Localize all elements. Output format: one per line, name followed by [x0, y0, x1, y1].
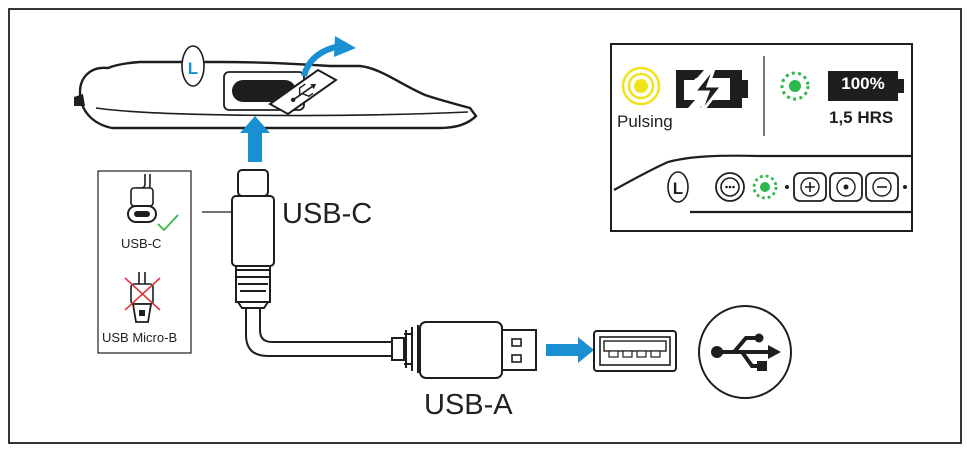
usb-a-connector: [391, 321, 537, 379]
plus-button-icon: [793, 172, 827, 202]
insert-arrow-shaft: [248, 132, 262, 162]
dots-button-icon: [715, 172, 745, 202]
panel-dot-1: [785, 185, 789, 189]
usb-c-label: USB-C: [282, 198, 373, 230]
usb-a-port: [593, 330, 677, 372]
cable-inner: [259, 308, 392, 343]
headset-band: L: [74, 36, 478, 130]
plug-in-arrow-head: [578, 337, 594, 363]
play-button-icon: [829, 172, 863, 202]
panel-green-led: [752, 174, 778, 200]
headset-seam: [95, 107, 469, 117]
battery-percent-label: 100%: [841, 74, 885, 93]
outer-frame: [8, 8, 962, 444]
minus-button-icon: [865, 172, 899, 202]
cable-outer: [245, 308, 392, 357]
flap-usb-icon: [290, 83, 317, 103]
usb-trident-icon: [711, 333, 781, 371]
panel-side-marker: [667, 171, 689, 203]
side-marker-text: L: [188, 59, 198, 78]
usb-c-connector: [231, 169, 275, 309]
cross-icon: [124, 277, 161, 311]
battery-full-icon: [828, 71, 904, 101]
pulsing-led-icon: [621, 66, 661, 106]
panel-dot-2: [903, 185, 907, 189]
pulsing-label: Pulsing: [617, 112, 673, 131]
check-icon: [157, 214, 179, 232]
usb-a-label: USB-A: [424, 389, 513, 421]
side-marker-bubble: [181, 45, 205, 87]
panel-side-marker-text: L: [673, 179, 683, 198]
insert-arrow-head: [240, 116, 270, 133]
panel-headset-top-edge: [613, 154, 912, 191]
green-led-dotted-icon: [780, 71, 810, 101]
usb-micro-b-label: USB Micro-B: [102, 330, 178, 345]
battery-charging-icon: [676, 65, 748, 115]
headset-tip: [74, 94, 85, 106]
open-flap-arrowhead: [334, 36, 356, 57]
port-flap: [268, 68, 338, 116]
battery-hours-label: 1,5 HRS: [829, 108, 894, 127]
usb-c-compatible-label: USB-C: [121, 236, 162, 251]
usb-c-mini-plug: [127, 174, 157, 223]
plug-in-arrow-shaft: [546, 344, 580, 356]
